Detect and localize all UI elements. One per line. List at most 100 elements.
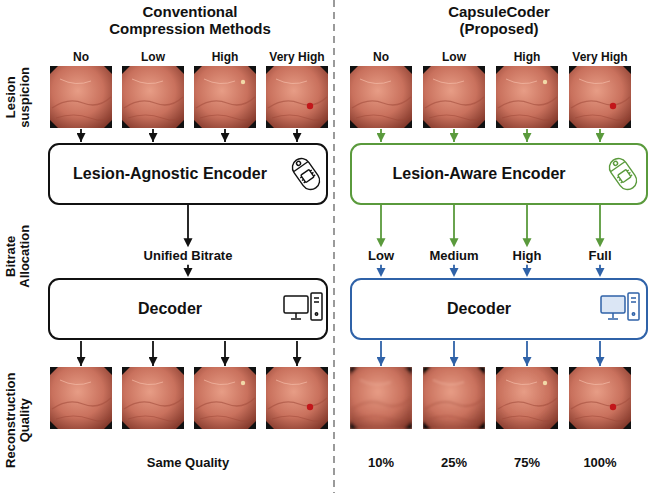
quality-label: 75% xyxy=(514,455,540,471)
bitrate-arrow xyxy=(523,205,532,277)
illustration-part xyxy=(569,66,631,128)
illustration-part xyxy=(496,367,558,429)
bitrate-label: High xyxy=(511,248,544,264)
column-title: CapsuleCoder (Proposed) xyxy=(434,3,564,38)
illustration-part xyxy=(632,313,634,315)
illustration-part xyxy=(496,367,558,429)
column-header: Very High xyxy=(269,50,324,64)
illustration-part xyxy=(241,80,245,84)
illustration-part xyxy=(224,341,226,366)
column-header: High xyxy=(514,50,541,64)
illustration-part xyxy=(266,66,328,128)
decoder-box: Decoder xyxy=(350,278,648,340)
arrow-head xyxy=(523,268,532,277)
illustration-part xyxy=(543,381,547,385)
illustration-part xyxy=(423,66,485,128)
illustration-part xyxy=(296,341,298,366)
illustration-part xyxy=(423,367,485,429)
connector-line xyxy=(599,205,601,240)
illustration-part xyxy=(496,367,558,429)
illustration-part xyxy=(453,129,455,142)
box-text: Decoder xyxy=(138,299,202,318)
illustration-part xyxy=(569,367,631,429)
illustration-part xyxy=(350,367,412,429)
row-label: Lesion suspicion xyxy=(4,62,33,132)
illustration-part xyxy=(311,293,322,320)
decoder-box: Decoder xyxy=(48,278,328,340)
column-header: Low xyxy=(141,50,165,64)
illustration-part xyxy=(350,367,412,429)
bitrate-arrow xyxy=(184,205,193,277)
column-header: No xyxy=(73,50,89,64)
illustration-part xyxy=(631,298,636,302)
illustration-part xyxy=(296,161,302,167)
illustration-part xyxy=(314,298,319,302)
illustration-part xyxy=(80,341,82,366)
capsule-icon xyxy=(606,155,640,193)
illustration-part xyxy=(543,80,547,84)
arrow-head xyxy=(377,268,386,277)
arrow-head xyxy=(184,238,193,247)
computer-icon xyxy=(601,293,639,320)
illustration-part xyxy=(526,341,528,366)
bitrate-arrow xyxy=(450,205,459,277)
encoder-box: Lesion-Aware Encoder xyxy=(350,143,648,205)
divider-line xyxy=(333,0,335,493)
arrow-head xyxy=(184,268,193,277)
illustration-part xyxy=(296,129,298,142)
illustration-part xyxy=(350,367,412,429)
arrow-head xyxy=(596,238,605,247)
bitrate-label: Medium xyxy=(427,248,480,264)
bitrate-arrow xyxy=(377,205,386,277)
connector-line xyxy=(380,205,382,240)
illustration-part xyxy=(291,313,301,319)
illustration-part xyxy=(50,367,112,429)
illustration-part xyxy=(526,129,528,142)
illustration-part xyxy=(241,381,245,385)
illustration-part xyxy=(496,66,558,128)
illustration-part xyxy=(628,293,639,320)
box-text: Decoder xyxy=(447,299,511,318)
illustration-part xyxy=(152,341,154,366)
illustration-part xyxy=(350,367,412,429)
illustration-part xyxy=(194,66,256,128)
illustration-part xyxy=(606,155,640,193)
encoder-box: Lesion-Agnostic Encoder xyxy=(48,143,328,205)
quality-label: 100% xyxy=(583,455,616,471)
illustration-part xyxy=(350,66,412,128)
illustration-part xyxy=(380,341,382,366)
illustration-part xyxy=(307,103,313,109)
box-text: Lesion-Aware Encoder xyxy=(392,164,565,183)
illustration-part xyxy=(152,129,154,142)
illustration-part xyxy=(613,161,619,167)
arrow-head xyxy=(596,268,605,277)
column-header: Very High xyxy=(572,50,627,64)
illustration-part xyxy=(307,404,313,410)
illustration-part xyxy=(284,296,308,313)
computer-icon xyxy=(284,293,322,320)
bitrate-arrow xyxy=(596,205,605,277)
column-header: High xyxy=(212,50,239,64)
endoscopy-images xyxy=(50,66,631,429)
arrow-head xyxy=(377,238,386,247)
bitrate-label: Unified Bitrate xyxy=(142,248,235,264)
column-title: Conventional Compression Methods xyxy=(100,3,280,38)
illustration-part xyxy=(122,367,184,429)
connector-line xyxy=(526,205,528,240)
illustration-part xyxy=(50,66,112,128)
row-label: Bitrate Allocation xyxy=(4,216,33,296)
illustration-part xyxy=(266,367,328,429)
quality-label: 10% xyxy=(368,455,394,471)
illustration-part xyxy=(617,170,632,183)
illustration-part xyxy=(423,367,485,429)
illustration-part xyxy=(453,341,455,366)
connector-line xyxy=(187,205,189,240)
quality-label: 25% xyxy=(441,455,467,471)
illustration-part xyxy=(289,155,323,193)
column-header: Low xyxy=(442,50,466,64)
arrow-head xyxy=(450,268,459,277)
illustration-part xyxy=(599,341,601,366)
